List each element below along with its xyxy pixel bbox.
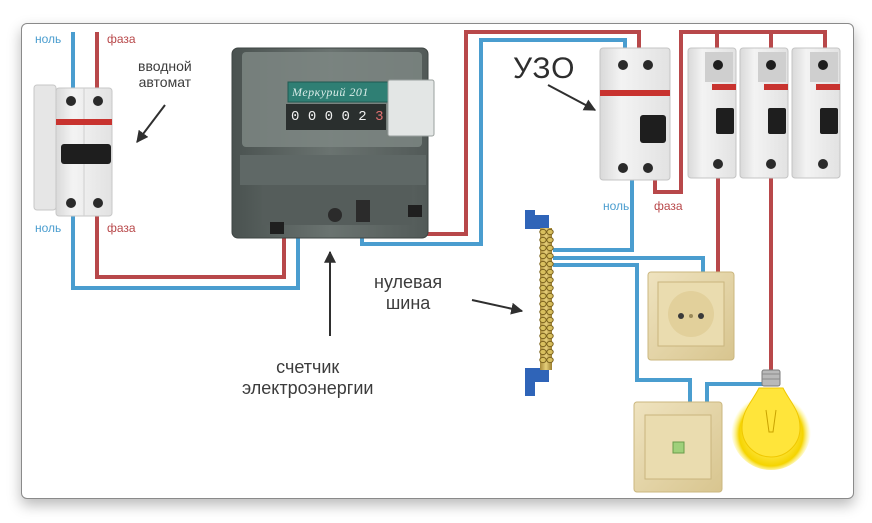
- bus-screw-icon: [546, 252, 554, 260]
- meter-digit: 0: [324, 109, 334, 125]
- circuit-breaker-3: [791, 47, 841, 179]
- energy-meter: [231, 47, 435, 239]
- meter-digit: 3: [375, 109, 384, 125]
- wire-neutral-bus-to-socket: [553, 256, 705, 272]
- wire-phase-breaker-to-meter: [95, 210, 286, 279]
- label-input-neutral-bottom: ноль: [35, 221, 62, 235]
- bus-screw-icon: [539, 228, 547, 236]
- bus-screw-icon: [539, 340, 547, 348]
- input-breaker: [33, 84, 113, 217]
- bus-screw-icon: [546, 236, 554, 244]
- label-meter: счетчик электроэнергии: [242, 357, 374, 398]
- bus-screw-icon: [539, 324, 547, 332]
- meter-digit: 0: [341, 109, 350, 125]
- circuit-breakers: [687, 47, 841, 179]
- light-switch: [633, 401, 723, 493]
- arrow-neutral-bus: [471, 299, 524, 315]
- meter-digit: 0: [307, 109, 317, 125]
- bus-screw-icon: [539, 332, 547, 340]
- bus-screw-icon: [546, 244, 554, 252]
- label-input-phase-bottom: фаза: [107, 221, 136, 235]
- bus-screw-icon: [546, 308, 554, 316]
- label-input-breaker: вводной автомат: [138, 58, 192, 91]
- bus-screw-icon: [546, 276, 554, 284]
- label-input-neutral-top: ноль: [35, 32, 62, 46]
- arrow-uzo: [547, 84, 597, 111]
- circuit-breaker-2: [739, 47, 789, 179]
- label-uzo-neutral: ноль: [603, 199, 630, 213]
- bus-screw-icon: [546, 324, 554, 332]
- socket: [647, 271, 735, 361]
- bus-screw-icon: [539, 244, 547, 252]
- bus-screw-icon: [546, 348, 554, 356]
- meter-digit: 0: [291, 109, 300, 125]
- bus-screw-icon: [539, 316, 547, 324]
- bus-screw-icon: [539, 284, 547, 292]
- wire-phase-rcd-to-breakers: [653, 30, 827, 194]
- neutral-bus: [525, 210, 554, 396]
- wire-neutral-breaker-to-meter: [71, 210, 300, 290]
- bus-screw-icon: [539, 308, 547, 316]
- bus-screw-icon: [539, 348, 547, 356]
- label-input-phase-top: фаза: [107, 32, 136, 46]
- bus-screw-icon: [546, 268, 554, 276]
- bus-screw-icon: [546, 292, 554, 300]
- bus-screw-icon: [539, 292, 547, 300]
- bus-screw-icon: [539, 300, 547, 308]
- bus-screw-icon: [546, 340, 554, 348]
- bus-screw-icon: [546, 228, 554, 236]
- rcd-device: [599, 47, 671, 181]
- light-bulb: [731, 369, 811, 470]
- arrow-input-breaker: [136, 104, 166, 143]
- wire-neutral-bus-to-switch: [553, 263, 692, 402]
- meter-digit: 2: [358, 109, 367, 125]
- bus-screw-icon: [539, 252, 547, 260]
- bus-screw-icon: [539, 260, 547, 268]
- wire-switch-to-lamp: [705, 382, 766, 402]
- bus-screw-icon: [539, 276, 547, 284]
- bus-screw-icon: [546, 300, 554, 308]
- meter-brand: Меркурий 201: [292, 85, 369, 99]
- label-uzo: УЗО: [513, 52, 576, 85]
- bus-screw-icon: [539, 268, 547, 276]
- bus-screw-icon: [546, 332, 554, 340]
- bus-screw-icon: [539, 356, 547, 364]
- wire-neutral-rcd-to-bus: [553, 180, 634, 252]
- label-neutral-bus: нулевая шина: [374, 272, 443, 313]
- circuit-breaker-1: [687, 47, 737, 179]
- bus-screw-icon: [546, 316, 554, 324]
- bus-screw-icon: [546, 284, 554, 292]
- wire-neutral-meter-to-rcd: [360, 38, 627, 246]
- label-uzo-phase: фаза: [654, 199, 683, 213]
- meter-reading: 0 0 0 0 2 3: [291, 110, 383, 124]
- bus-screw-icon: [546, 356, 554, 364]
- bus-screw-icon: [539, 236, 547, 244]
- bus-screw-icon: [546, 260, 554, 268]
